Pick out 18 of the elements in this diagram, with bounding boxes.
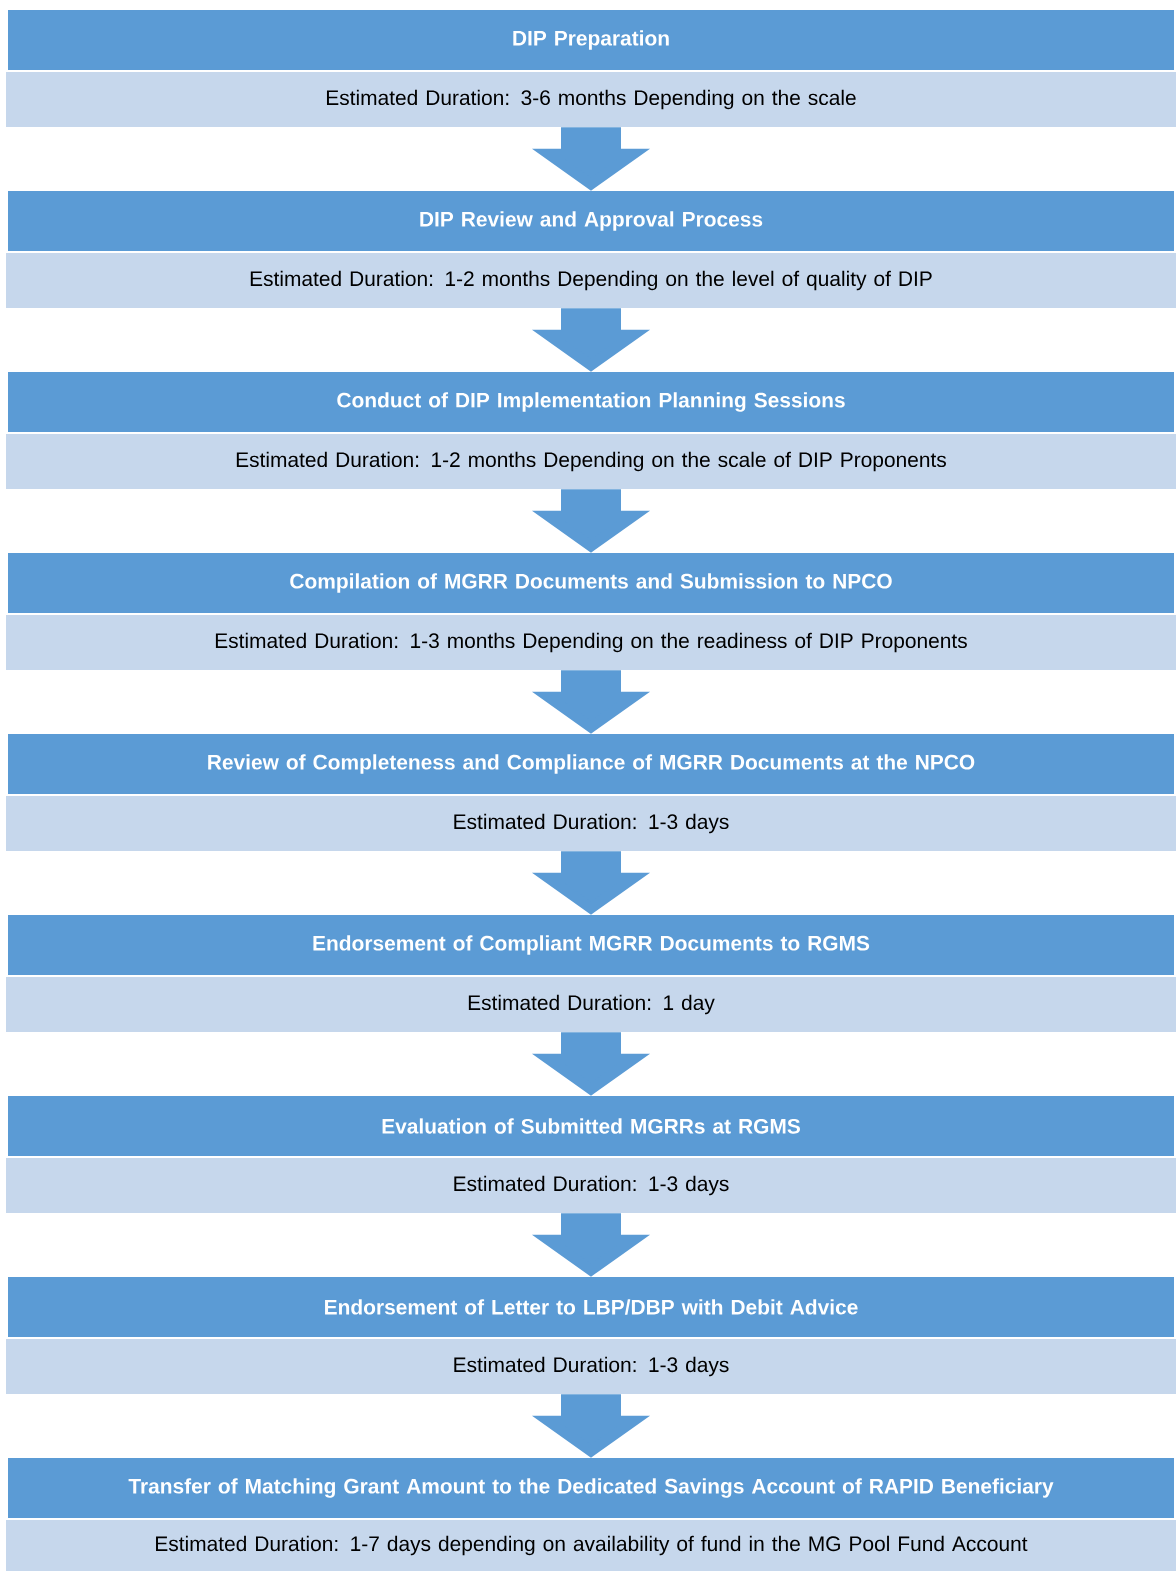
step-box: DIP Preparation Estimated Duration: 3-6 months Depending on the scale — [6, 10, 1176, 127]
node-label: Estimated Duration: 1-3 days — [454, 1175, 729, 1196]
node-label: Estimated Duration: 1-3 months Depending on the readiness of DIP Proponents — [215, 632, 967, 653]
node-label: Estimated Duration: 1-2 months Depending on the scale of DIP Proponents — [236, 451, 946, 472]
step-box: Endorsement of Compliant MGRR Documents to RGMS Estimated Duration: 1 day — [6, 915, 1176, 1032]
step-box: Conduct of DIP Implementation Planning Sessions Estimated Duration: 1-2 months Depending on the scale of DIP Proponents — [6, 372, 1176, 489]
step-box: DIP Review and Approval Process Estimated Duration: 1-2 months Depending on the level of quality of DIP — [6, 191, 1176, 308]
step-box: Compilation of MGRR Documents and Submission to NPCO Estimated Duration: 1-3 months Depending on the readiness of DIP Proponents — [6, 553, 1176, 670]
node-label: Estimated Duration: 3-6 months Depending on the scale — [326, 89, 856, 110]
node-label: Estimated Duration: 1-7 days depending on availability of fund in the MG Pool Fund Account — [156, 1535, 1028, 1556]
step-box: Review of Completeness and Compliance of MGRR Documents at the NPCO Estimated Duration: 1-3 days — [6, 734, 1176, 851]
node-label: Estimated Duration: 1-2 months Depending on the level of quality of DIP — [250, 270, 932, 291]
step-box: Transfer of Matching Grant Amount to the Dedicated Savings Account of RAPID Beneficiary Estimated Duration: 1-7 days depending on availability of fund in the MG Pool Fund Account — [6, 1458, 1176, 1571]
step-box: Endorsement of Letter to LBP/DBP with Debit Advice Estimated Duration: 1-3 days — [6, 1277, 1176, 1394]
node-label: Estimated Duration: 1-3 days — [454, 813, 729, 834]
node-label: Estimated Duration: 1 day — [468, 994, 715, 1015]
step-box: Evaluation of Submitted MGRRs at RGMS Estimated Duration: 1-3 days — [6, 1096, 1176, 1213]
node-label: Estimated Duration: 1-3 days — [454, 1356, 729, 1377]
